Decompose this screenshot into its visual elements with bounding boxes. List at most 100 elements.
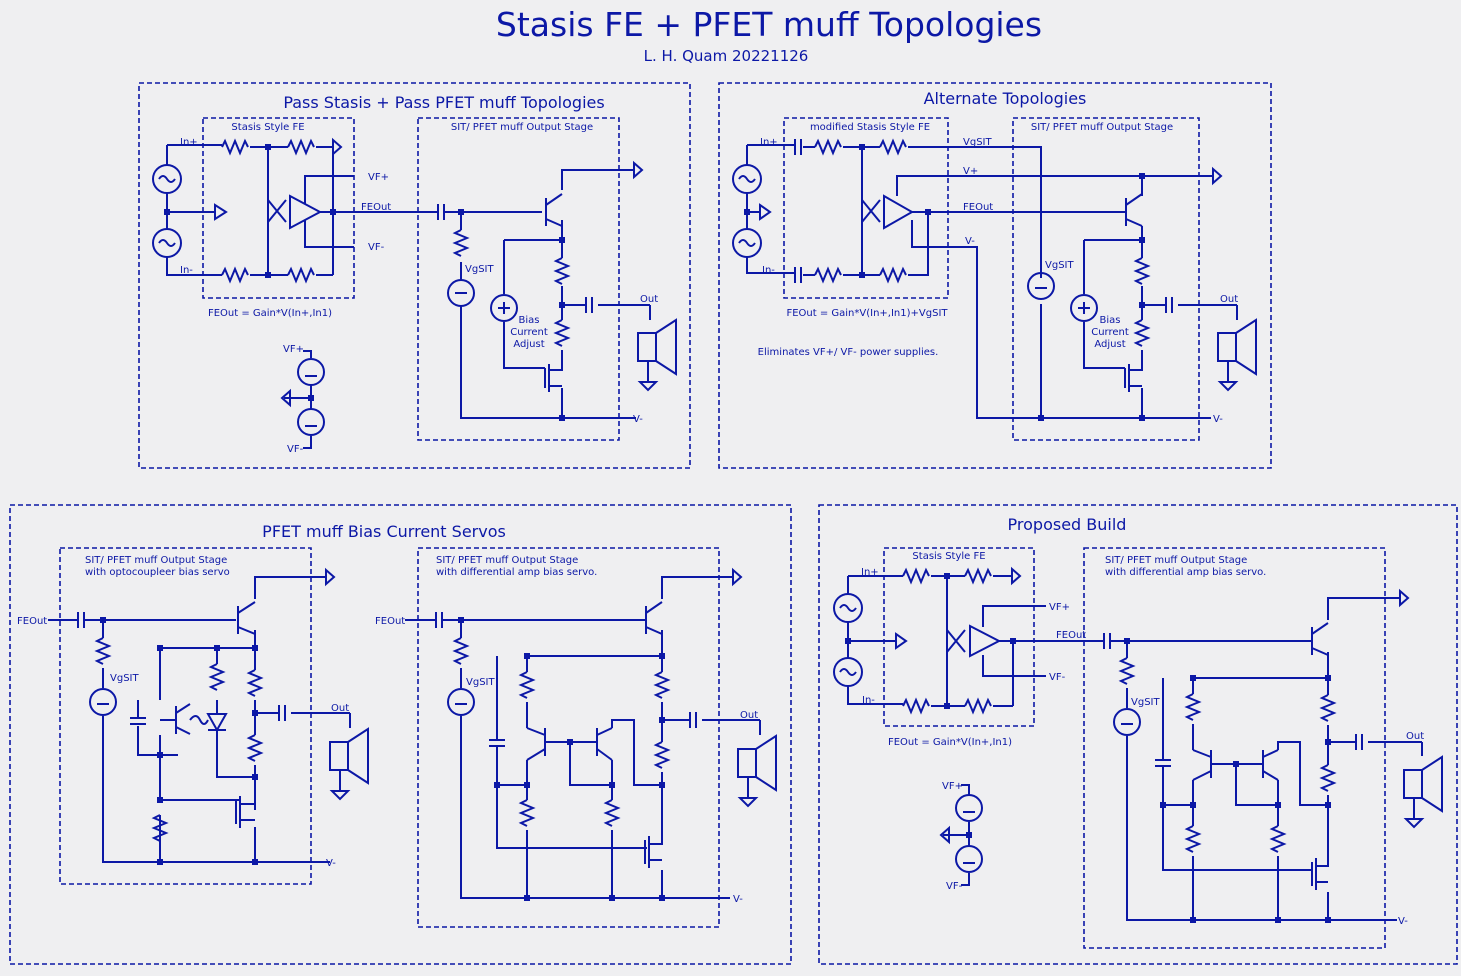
page-subtitle: L. H. Quam 20221126	[644, 47, 809, 65]
alt-label-inminus: In-	[762, 265, 775, 276]
junction-dot	[157, 645, 163, 651]
pass-equation: FEOut = Gain*V(In+,In1)	[208, 308, 332, 319]
junction-dot	[859, 144, 865, 150]
proposed-sit-icon	[1311, 622, 1329, 656]
junction-dot	[252, 774, 258, 780]
proposed-label-vgsit: VgSIT	[1131, 697, 1160, 708]
servo-box1	[59, 547, 312, 885]
alt-opamp-icon	[861, 194, 915, 230]
alt-pfet-icon	[1124, 362, 1143, 392]
junction-dot	[1010, 638, 1016, 644]
pass-label-feout: FEOut	[361, 202, 391, 213]
pass-fe-box	[202, 117, 355, 299]
servo2-out-arrow-icon	[732, 567, 743, 587]
alt-resistors2-icon	[1133, 257, 1151, 347]
junction-dot	[1233, 761, 1239, 767]
pass-source-inplus-icon	[152, 164, 182, 194]
servo2-speaker-icon	[737, 734, 777, 808]
proposed-supply-vfplus-icon	[955, 794, 983, 822]
alt-label-out: Out	[1220, 294, 1238, 305]
pass-supply-vfminus-icon	[297, 408, 325, 436]
proposed-caps-icon	[1103, 633, 1363, 767]
alt-ground-arrow-icon	[759, 203, 772, 221]
servo2-caps-icon	[435, 612, 697, 747]
pass-label-vfminus: VF-	[368, 242, 385, 253]
proposed-resistors2-icon	[1118, 657, 1337, 853]
junction-dot	[265, 144, 271, 150]
pass-output-wires	[354, 169, 651, 419]
alt-label-vgsit-line: VgSIT	[963, 137, 992, 148]
pass-label-vfplus: VF+	[368, 172, 389, 183]
junction-dot	[494, 782, 500, 788]
proposed-out-box	[1083, 547, 1386, 949]
alt-label-vplus: V+	[963, 166, 978, 177]
pass-supply-ground-icon	[280, 388, 291, 408]
proposed-label-vfplus: VF+	[1049, 602, 1070, 613]
pass-cap-icon	[437, 204, 593, 313]
junction-dot	[458, 617, 464, 623]
proposed-label-inplus: In+	[861, 567, 879, 578]
pass-supply-vfplus-icon	[297, 358, 325, 386]
pass-input-wires	[166, 144, 334, 276]
junction-dot	[559, 415, 565, 421]
junction-dot	[966, 832, 972, 838]
proposed-supply-label-vfminus: VF-	[946, 881, 963, 892]
pass-ground-arrow-icon	[214, 203, 228, 221]
alt-note: Eliminates VF+/ VF- power supplies.	[758, 347, 939, 358]
pass-label-vgsit: VgSIT	[465, 264, 494, 275]
alt-label-bias3: Adjust	[1094, 339, 1125, 350]
pass-sit-transistor-icon	[545, 193, 563, 227]
servo1-sit-icon	[237, 601, 256, 635]
proposed-fe-arrow-icon	[1011, 566, 1022, 586]
alt-label-bias1: Bias	[1100, 315, 1121, 326]
proposed-supply-label-vfplus: VF+	[942, 781, 963, 792]
proposed-speaker-icon	[1403, 755, 1443, 829]
junction-dot	[1190, 802, 1196, 808]
proposed-out-arrow-icon	[1399, 588, 1410, 608]
pass-label-out: Out	[640, 294, 658, 305]
pass-out-title: SIT/ PFET muff Output Stage	[451, 122, 593, 133]
alt-equation: FEOut = Gain*V(In+,In1)+VgSIT	[786, 308, 948, 319]
servo2-label-out: Out	[740, 710, 758, 721]
alt-source-inminus-icon	[732, 228, 762, 258]
pass-vgsit-source-icon	[447, 279, 475, 307]
pass-label-bias1: Bias	[519, 315, 540, 326]
pass-bias-source-icon	[490, 294, 518, 322]
servo2-wires	[405, 576, 761, 899]
pass-supply-label-vfminus: VF-	[287, 444, 304, 455]
junction-dot	[859, 272, 865, 278]
servo2-pfet-icon	[644, 836, 663, 868]
junction-dot	[308, 395, 314, 401]
alt-sit-transistor-icon	[1125, 193, 1143, 227]
servo2-vgsit-source-icon	[447, 688, 475, 716]
alt-input-wires	[746, 144, 1213, 419]
servo2-diffpair-icon	[526, 727, 613, 761]
junction-dot	[1325, 739, 1331, 745]
junction-dot	[609, 782, 615, 788]
panel-alternate-topologies: Alternate Topologies modified Stasis Sty…	[718, 82, 1272, 469]
pass-label-bias3: Adjust	[513, 339, 544, 350]
proposed-supply-ground-icon	[939, 825, 950, 845]
proposed-label-inminus: In-	[862, 695, 875, 706]
junction-dot	[1275, 917, 1281, 923]
alt-resistors-icon	[814, 138, 907, 284]
servo1-optocoupler-icon	[160, 703, 228, 735]
servo2-sit-icon	[645, 601, 663, 635]
proposed-ground-arrow-icon	[895, 632, 908, 650]
servo1-vgsit-source-icon	[89, 688, 117, 716]
junction-dot	[744, 209, 750, 215]
junction-dot	[1160, 802, 1166, 808]
junction-dot	[524, 782, 530, 788]
alt-label-inplus: In+	[760, 137, 778, 148]
alt-source-inplus-icon	[732, 164, 762, 194]
alt-out-title: SIT/ PFET muff Output Stage	[1031, 122, 1173, 133]
junction-dot	[1124, 638, 1130, 644]
junction-dot	[559, 302, 565, 308]
servo2-label-feout: FEOut	[375, 616, 405, 627]
junction-dots	[100, 144, 1331, 923]
alt-vgsit-source-icon	[1027, 272, 1055, 300]
alt-out-arrow-icon	[1212, 166, 1223, 186]
junction-dot	[1038, 415, 1044, 421]
proposed-label-vfminus: VF-	[1049, 672, 1066, 683]
page-title: Stasis FE + PFET muff Topologies	[496, 5, 1042, 44]
